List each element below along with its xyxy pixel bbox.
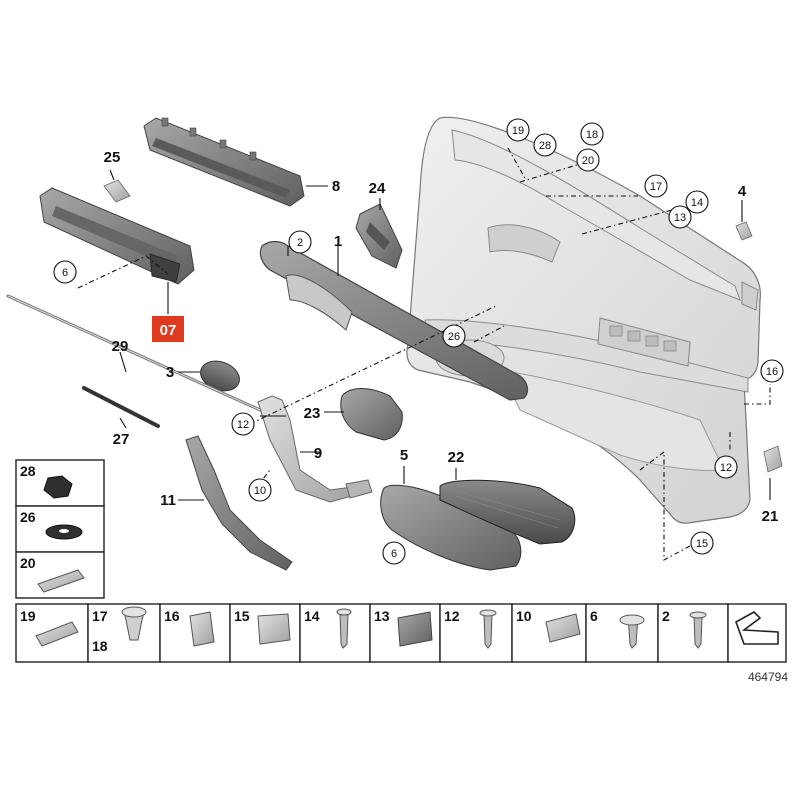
legend-bottom-19: 19 — [20, 608, 36, 624]
callout-12a: 12 — [237, 419, 249, 431]
part-5-shape — [380, 484, 522, 571]
callout-9: 9 — [314, 445, 322, 462]
callout-11: 11 — [160, 492, 176, 509]
legend-bottom-13: 13 — [374, 608, 390, 624]
highlight-label: 07 — [160, 322, 177, 339]
callout-21: 21 — [762, 508, 779, 525]
part-22-shape — [439, 479, 576, 545]
screw-2-icon — [693, 615, 703, 649]
switch-bracket-part — [39, 187, 195, 285]
callout-1: 1 — [334, 233, 342, 250]
callout-25: 25 — [104, 149, 121, 166]
legend-bottom-2: 2 — [662, 608, 670, 624]
callout-5: 5 — [400, 447, 408, 464]
callout-4: 4 — [738, 183, 747, 200]
legend-bottom-15: 15 — [234, 608, 250, 624]
highlight-badge: 07 — [152, 316, 184, 342]
callout-20: 20 — [582, 155, 594, 167]
callout-26: 26 — [448, 331, 460, 343]
legend-side: 28 26 20 — [15, 459, 105, 599]
legend-bottom-18: 18 — [92, 638, 108, 654]
callout-17: 17 — [650, 181, 662, 193]
callout-16: 16 — [766, 366, 778, 378]
clip-10-icon — [545, 613, 581, 643]
image-number: 464794 — [748, 670, 788, 684]
callout-6b: 6 — [391, 548, 397, 560]
callout-12b: 12 — [720, 462, 732, 474]
legend-bottom-6: 6 — [590, 608, 598, 624]
trim-bar — [259, 240, 529, 401]
callout-2: 2 — [297, 237, 303, 249]
arrow-icon — [735, 611, 779, 645]
clip-13-icon — [397, 611, 433, 647]
callout-8: 8 — [332, 178, 340, 195]
callout-29: 29 — [112, 338, 129, 355]
upper-handle-part — [143, 117, 305, 207]
part-3-shape — [200, 360, 240, 392]
legend-bottom-10: 10 — [516, 608, 532, 624]
part-4-shape — [735, 221, 753, 241]
clip-19-icon — [35, 621, 79, 647]
callout-28: 28 — [539, 140, 551, 152]
legend-side-label-28: 28 — [20, 463, 36, 479]
legend-side-label-26: 26 — [20, 509, 36, 525]
legend-bottom-14: 14 — [304, 608, 320, 624]
callout-22: 22 — [448, 449, 465, 466]
callout-14: 14 — [691, 197, 703, 209]
part-29-rod-highlight — [7, 295, 261, 411]
legend-side-label-20: 20 — [20, 555, 36, 571]
clip-15-icon — [257, 613, 291, 645]
callout-13: 13 — [674, 212, 686, 224]
part-23-shape — [340, 388, 403, 441]
callout-18: 18 — [586, 129, 598, 141]
leader-lines — [109, 169, 771, 501]
legend-bottom-17: 17 — [92, 608, 108, 624]
callout-15: 15 — [696, 538, 708, 550]
part-27-rod — [82, 386, 160, 428]
legend-bottom-16: 16 — [164, 608, 180, 624]
part-24-shape — [355, 203, 403, 269]
callout-labels: 19 28 18 20 17 14 13 6 2 26 16 12 12 10 … — [62, 125, 778, 560]
screw-14-icon — [339, 611, 349, 649]
callout-3: 3 — [166, 364, 174, 381]
grip-frame-part — [257, 395, 373, 503]
legend-bottom-12: 12 — [444, 608, 460, 624]
callout-27: 27 — [113, 431, 130, 448]
part-11-shape — [185, 435, 293, 571]
part-21-shape — [763, 445, 783, 473]
screw-12-icon — [483, 613, 493, 649]
callout-24: 24 — [369, 180, 386, 197]
callout-10: 10 — [254, 485, 266, 497]
callout-19: 19 — [512, 125, 524, 137]
callout-rings — [53, 118, 784, 565]
callout-23: 23 — [304, 405, 321, 422]
callout-6a: 6 — [62, 267, 68, 279]
part-25-shape — [103, 179, 131, 203]
legend-bottom: 19 17 18 16 15 14 13 12 10 6 2 — [15, 603, 787, 663]
nut-16-icon — [189, 611, 215, 647]
